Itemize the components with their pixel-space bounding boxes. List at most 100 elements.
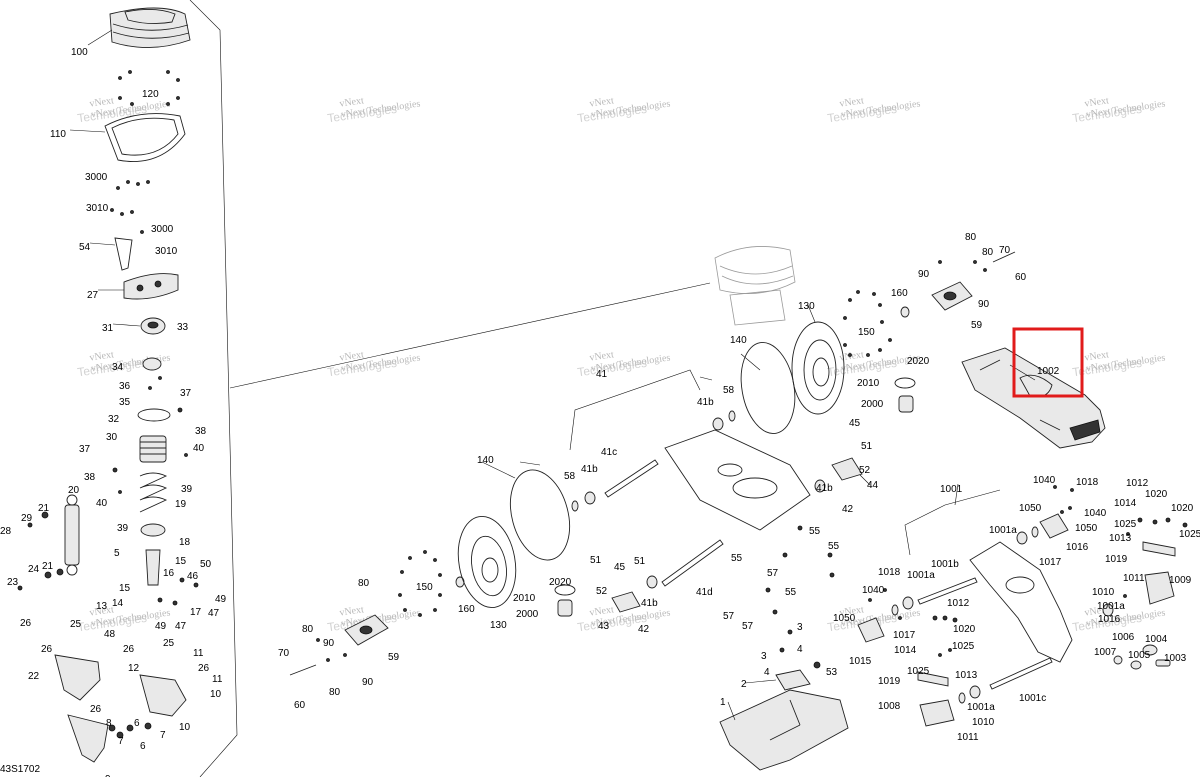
- part-label-3000: 3000: [151, 224, 174, 235]
- shock-20-part: [64, 494, 80, 576]
- part-label-41c: 41c: [601, 447, 617, 458]
- part-label-32: 32: [108, 414, 120, 425]
- part-label-39: 39: [181, 484, 193, 495]
- part-label-37: 37: [79, 444, 91, 455]
- clamp-59-lower-part: [344, 614, 389, 646]
- part-label-59: 59: [388, 652, 400, 663]
- fasteners-center: [316, 260, 987, 669]
- part-label-1015: 1015: [849, 656, 872, 667]
- rocker-housing-part: [123, 273, 179, 300]
- part-label-1010: 1010: [972, 717, 995, 728]
- part-label-1018: 1018: [878, 567, 901, 578]
- part-label-10: 10: [210, 689, 222, 700]
- part-label-2020: 2020: [549, 577, 572, 588]
- housing-1008-part: [919, 699, 955, 727]
- part-label-22: 22: [28, 671, 40, 682]
- part-label-40: 40: [96, 498, 108, 509]
- cylinder-30-part: [139, 435, 167, 463]
- watermark-line1: vNext: [839, 95, 865, 109]
- part-label-26: 26: [90, 704, 102, 715]
- watermark-line1: vNext: [1084, 95, 1110, 109]
- part-label-1005: 1005: [1128, 650, 1151, 661]
- bushings-right: [891, 526, 1114, 704]
- part-label-40: 40: [193, 443, 205, 454]
- part-label-50: 50: [200, 559, 212, 570]
- part-label-41: 41: [596, 369, 608, 380]
- part-label-1013: 1013: [1109, 533, 1132, 544]
- part-label-59: 59: [971, 320, 983, 331]
- watermark-line1: vNext: [589, 95, 615, 109]
- ring-31-part: [140, 317, 166, 335]
- part-label-21: 21: [38, 503, 50, 514]
- part-label-46: 46: [187, 571, 199, 582]
- part-label-1001c: 1001c: [1019, 693, 1046, 704]
- part-label-41b: 41b: [697, 397, 714, 408]
- part-label-19: 19: [175, 499, 187, 510]
- part-label-39: 39: [117, 523, 129, 534]
- part-label-2020: 2020: [907, 356, 930, 367]
- part-label-4: 4: [764, 667, 770, 678]
- part-label-48: 48: [104, 629, 116, 640]
- part-label-3010: 3010: [155, 246, 178, 257]
- part-label-150: 150: [858, 327, 875, 338]
- part-label-1014: 1014: [1114, 498, 1137, 509]
- part-label-1002: 1002: [1037, 366, 1060, 377]
- part-label-52: 52: [596, 586, 608, 597]
- valve-cover-part: [109, 7, 191, 48]
- part-label-25: 25: [70, 619, 82, 630]
- part-label-1016: 1016: [1098, 614, 1121, 625]
- part-label-42: 42: [638, 624, 650, 635]
- bracket-43-part: [611, 591, 641, 613]
- part-label-55: 55: [809, 526, 821, 537]
- part-label-110: 110: [50, 129, 66, 140]
- part-label-1009: 1009: [1169, 575, 1192, 586]
- part-label-120: 120: [142, 89, 159, 100]
- bracket-44-part: [831, 457, 863, 481]
- part-label-15: 15: [119, 583, 131, 594]
- part-label-70: 70: [278, 648, 290, 659]
- watermark-line1: vNext: [339, 95, 365, 109]
- watermark-line1: vNext: [839, 604, 865, 618]
- part-label-49: 49: [155, 621, 167, 632]
- part-label-47: 47: [208, 608, 220, 619]
- part-label-9: 9: [105, 774, 111, 777]
- part-label-7: 7: [160, 730, 166, 741]
- part-label-1050: 1050: [1075, 523, 1098, 534]
- ring-140-upper-part: [740, 342, 796, 434]
- part-label-1011: 1011: [1123, 573, 1145, 584]
- watermark-line1: vNext: [1084, 349, 1110, 363]
- watermark-line1: vNext: [89, 95, 115, 109]
- part-label-55: 55: [828, 541, 840, 552]
- part-label-51: 51: [634, 556, 646, 567]
- part-label-30: 30: [106, 432, 118, 443]
- part-label-55: 55: [731, 553, 743, 564]
- part-label-14: 14: [112, 598, 124, 609]
- bracket-2-part: [775, 669, 811, 691]
- housing-10-part: [139, 674, 187, 717]
- part-label-42: 42: [842, 504, 854, 515]
- part-label-27: 27: [87, 290, 99, 301]
- left-column-parts: [17, 7, 199, 763]
- part-label-130: 130: [798, 301, 815, 312]
- part-label-130: 130: [490, 620, 507, 631]
- part-label-12: 12: [128, 663, 140, 674]
- part-label-60: 60: [294, 700, 306, 711]
- watermark-line1: vNext: [589, 349, 615, 363]
- part-label-35: 35: [119, 397, 131, 408]
- part-label-36: 36: [119, 381, 131, 392]
- part-label-17: 17: [190, 607, 202, 618]
- part-label-20: 20: [68, 485, 80, 496]
- ring-140-lower-part: [509, 469, 571, 561]
- part-label-8: 8: [106, 718, 112, 729]
- watermark-line1: vNext: [89, 604, 115, 618]
- part-label-1040: 1040: [1084, 508, 1107, 519]
- shaft-1001c-part: [989, 657, 1053, 690]
- part-label-1012: 1012: [947, 598, 970, 609]
- part-label-34: 34: [112, 362, 124, 373]
- engine-ghost-outline: [714, 246, 796, 326]
- part-label-49: 49: [215, 594, 227, 605]
- part-label-33: 33: [177, 322, 189, 333]
- part-label-1012: 1012: [1126, 478, 1149, 489]
- bracket-54-part: [114, 237, 133, 271]
